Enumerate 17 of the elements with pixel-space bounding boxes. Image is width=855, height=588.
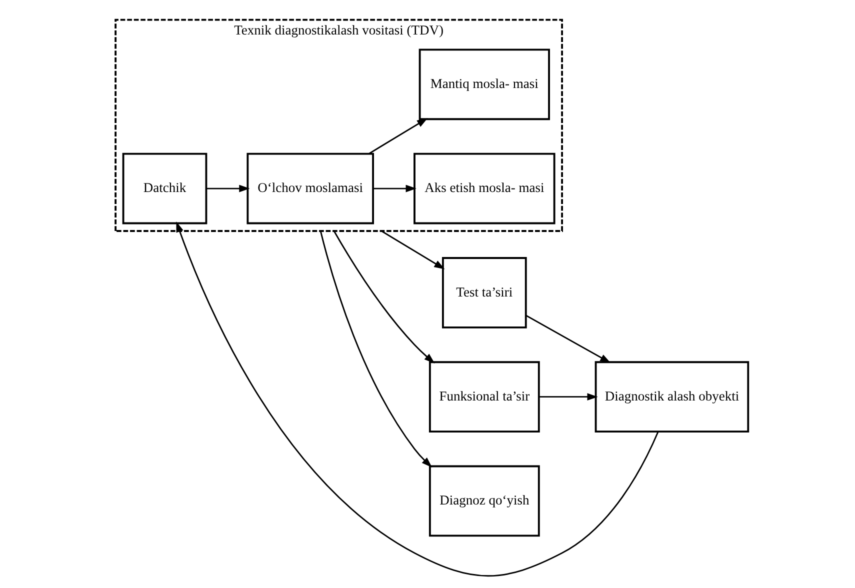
arrow <box>525 314 610 364</box>
arrow <box>206 184 250 192</box>
node-box: Funksional ta’sir <box>428 361 540 432</box>
node-box: Diagnoz qo‘yish <box>428 465 540 537</box>
node-box: Mantiq mosla- masi <box>418 48 550 120</box>
node-box: Diagnostik alash obyekti <box>594 361 749 432</box>
node-box: Aks etish mosla- masi <box>413 152 555 224</box>
arrow <box>380 230 444 270</box>
node-box: Test ta’siri <box>441 257 526 328</box>
arrow <box>372 184 416 192</box>
arrow <box>538 393 598 401</box>
node-box: O‘lchov moslamasi <box>246 152 374 224</box>
node-box: Datchik <box>122 152 207 224</box>
arrow <box>368 118 428 154</box>
arrow <box>319 230 432 468</box>
arrow <box>332 230 434 364</box>
arrow <box>176 221 658 577</box>
